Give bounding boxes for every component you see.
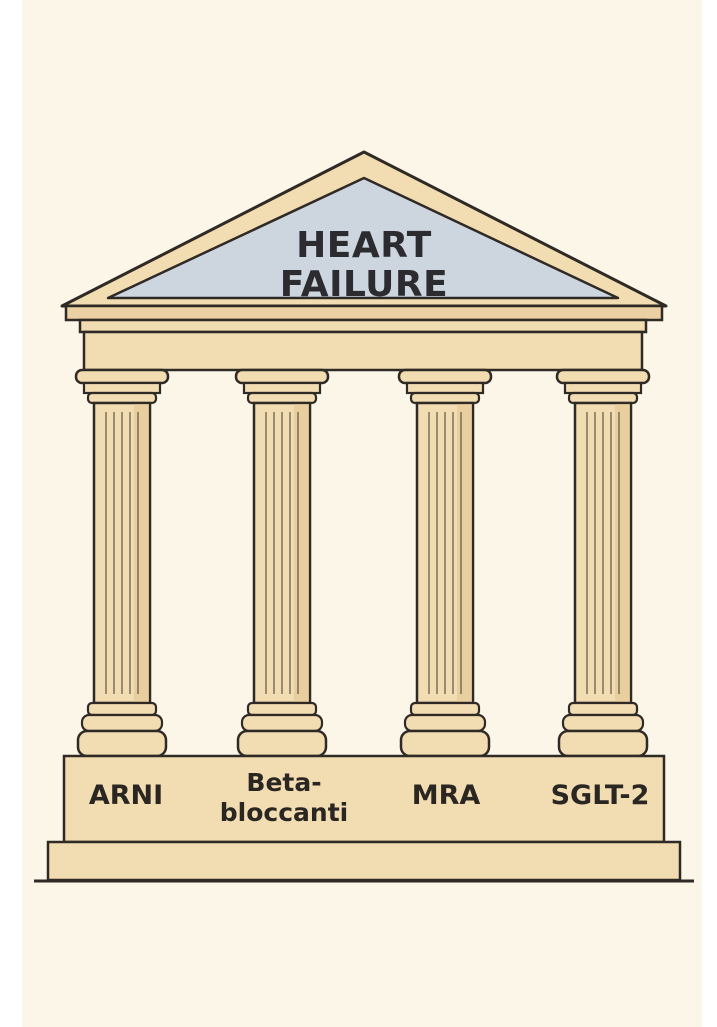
pillar-label-mra: MRA bbox=[411, 780, 481, 811]
temple-base bbox=[34, 754, 694, 883]
column-1 bbox=[74, 368, 170, 758]
column-4 bbox=[555, 368, 651, 758]
column-2 bbox=[234, 368, 330, 758]
pillar-label-beta-line1: Beta- bbox=[246, 768, 322, 797]
column-3 bbox=[397, 368, 493, 758]
title-failure: FAILURE bbox=[279, 264, 449, 305]
columns-group bbox=[74, 368, 651, 758]
pillar-label-beta-line2: bloccanti bbox=[219, 798, 349, 827]
entablature bbox=[64, 304, 664, 372]
title-heart: HEART bbox=[296, 225, 432, 266]
pillar-label-sglt2: SGLT-2 bbox=[550, 780, 650, 811]
pillar-label-arni: ARNI bbox=[88, 780, 164, 811]
